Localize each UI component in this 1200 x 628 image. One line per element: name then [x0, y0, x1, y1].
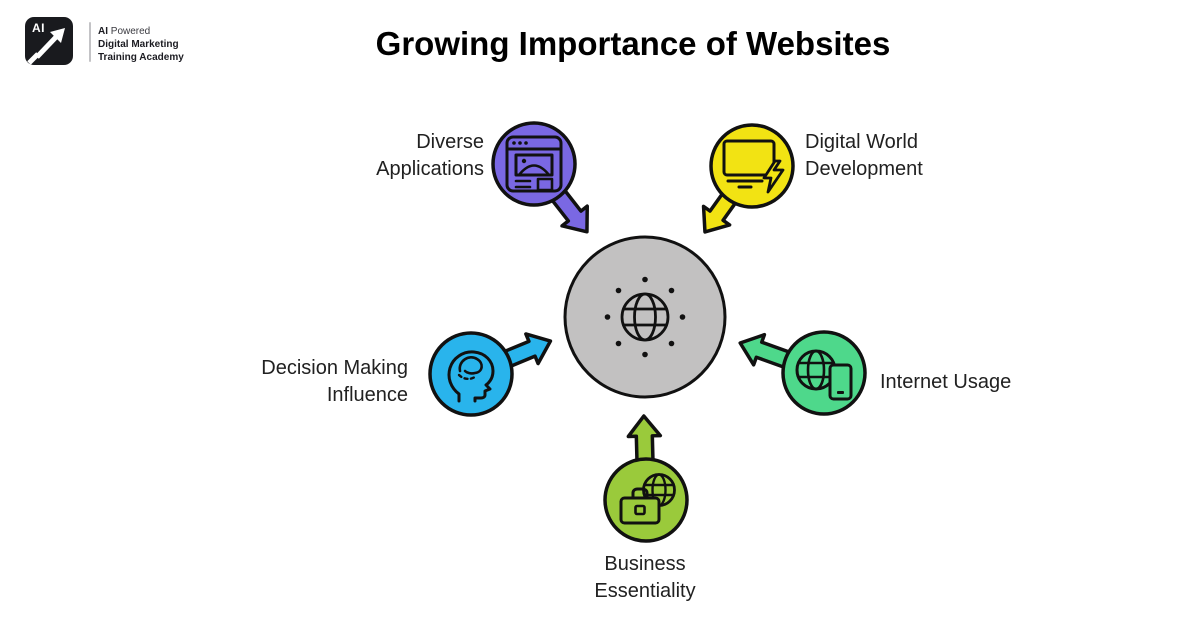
node-internet-usage [738, 330, 867, 416]
label-digital-world-development: Digital World Development [805, 131, 923, 180]
page-title: Growing Importance of Websites [375, 25, 891, 62]
head-brain-icon [447, 350, 495, 403]
monitor-lightning-icon [722, 139, 785, 194]
browser-window-icon [505, 135, 563, 193]
brand-line-2: Digital Marketing [98, 39, 179, 50]
brand-mark-text: AI [32, 21, 45, 35]
brand-line-3: Training Academy [98, 52, 184, 63]
label-business-essentiality: Business Essentiality [594, 553, 696, 602]
label-diverse-applications: Diverse Applications [376, 131, 484, 180]
briefcase-globe-icon [619, 473, 676, 525]
node-digital-world-development [701, 123, 795, 234]
label-internet-usage: Internet Usage [880, 371, 1012, 393]
brand-ai: AI [98, 26, 108, 37]
globe-icon [604, 276, 686, 358]
brand-mark: AI [25, 17, 73, 65]
node-business-essentiality [603, 414, 689, 543]
brand-powered: Powered [108, 26, 151, 37]
label-decision-making-influence: Decision Making Influence [261, 357, 408, 406]
node-decision-making-influence [428, 331, 553, 417]
hub-circle [563, 235, 727, 399]
brand-line-1: AI Powered [98, 25, 228, 38]
brand-text: AI Powered Digital Marketing Training Ac… [98, 25, 228, 64]
node-diverse-applications [491, 121, 589, 234]
growth-arrow-icon [27, 28, 65, 65]
globe-smartphone-icon [795, 349, 853, 401]
brand-divider [89, 22, 91, 62]
globe-dots [604, 276, 686, 358]
